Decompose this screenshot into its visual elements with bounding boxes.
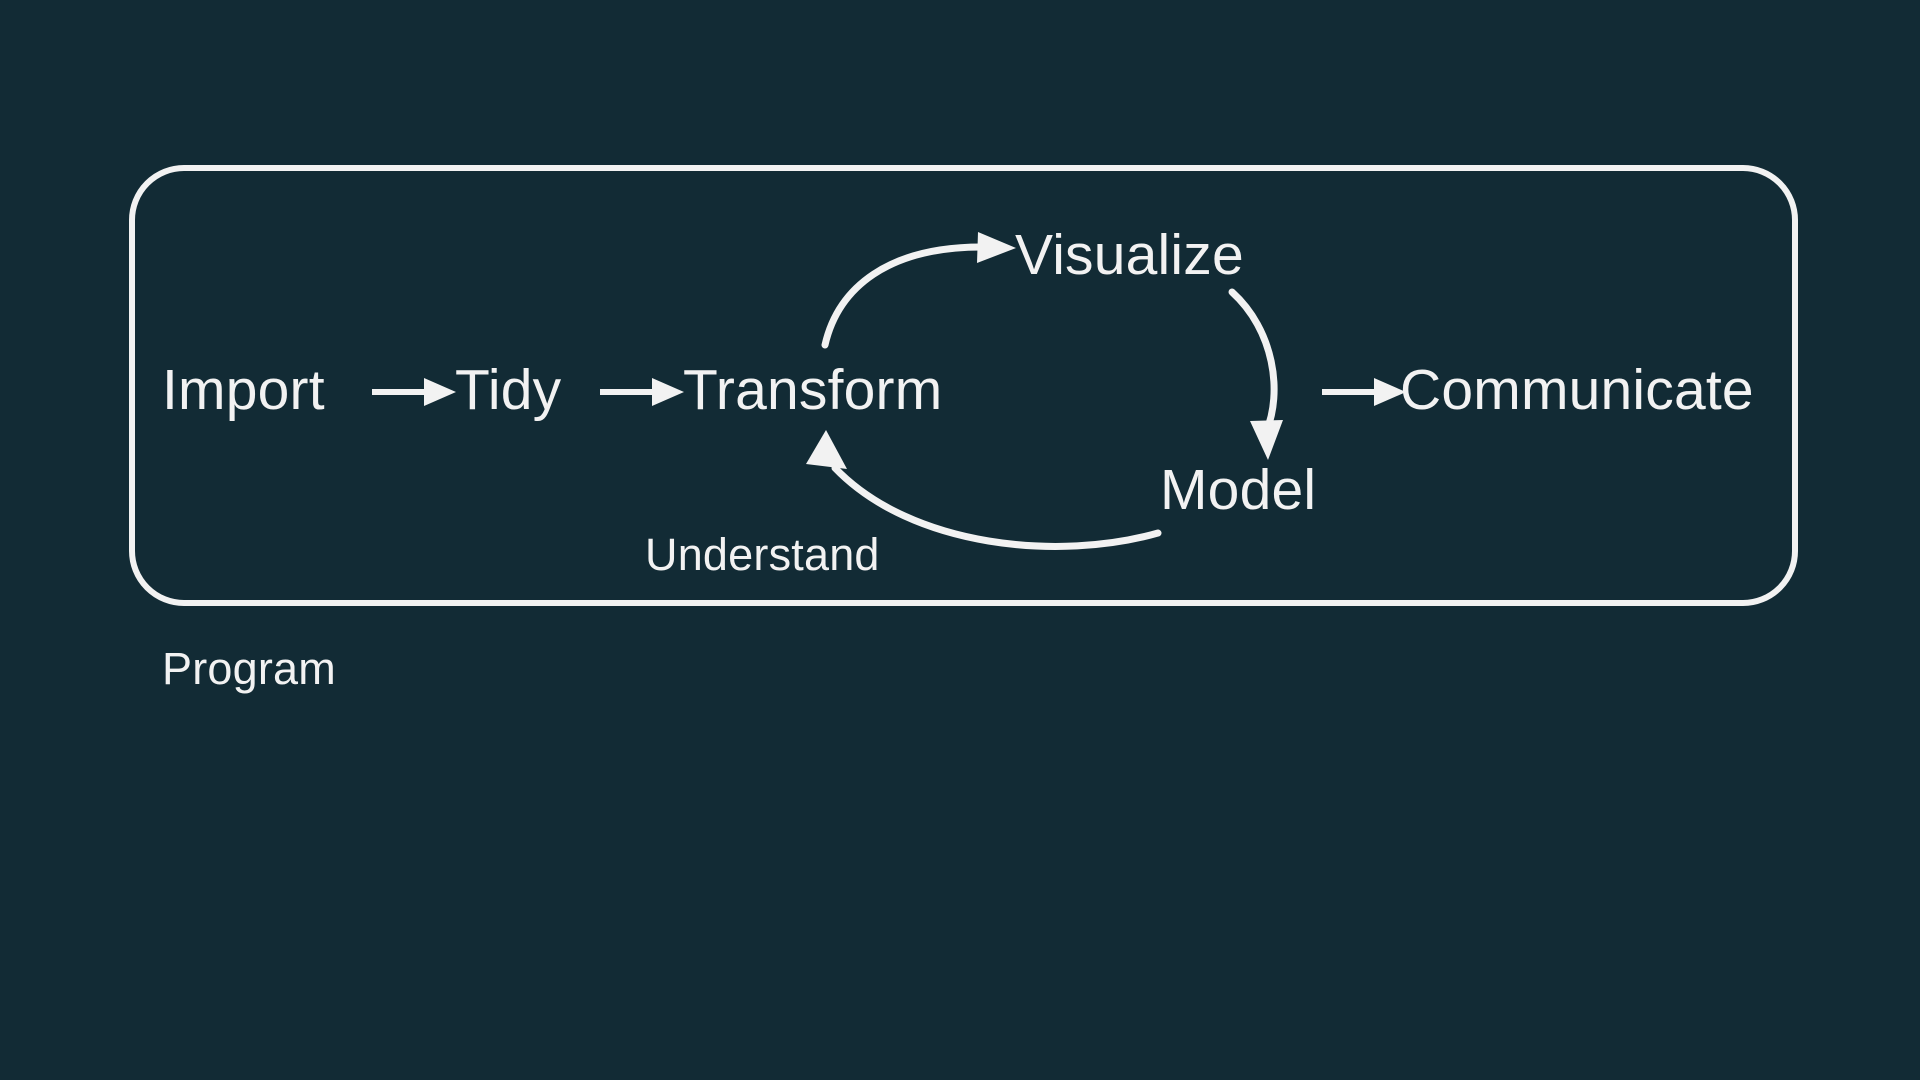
arrow-right-icon-model-communicate [1322, 378, 1406, 406]
node-label-visualize: Visualize [1015, 223, 1244, 287]
arrow-right-icon-import-tidy [372, 378, 456, 406]
node-label-communicate: Communicate [1400, 358, 1754, 422]
node-label-transform: Transform [683, 358, 943, 422]
node-label-model: Model [1160, 458, 1317, 522]
node-label-import: Import [162, 358, 325, 422]
curved-arrow-down-icon-visualize-model [1228, 288, 1283, 460]
group-label-program: Program [162, 643, 336, 694]
program-boundary-box [129, 165, 1798, 606]
arrow-right-icon-tidy-transform [600, 378, 684, 406]
node-label-tidy: Tidy [455, 358, 562, 422]
curved-arrow-up-right-icon-transform-visualize [821, 232, 1016, 349]
curved-arrow-up-left-icon-model-transform [806, 430, 1162, 550]
edge-label-understand: Understand [645, 529, 880, 580]
